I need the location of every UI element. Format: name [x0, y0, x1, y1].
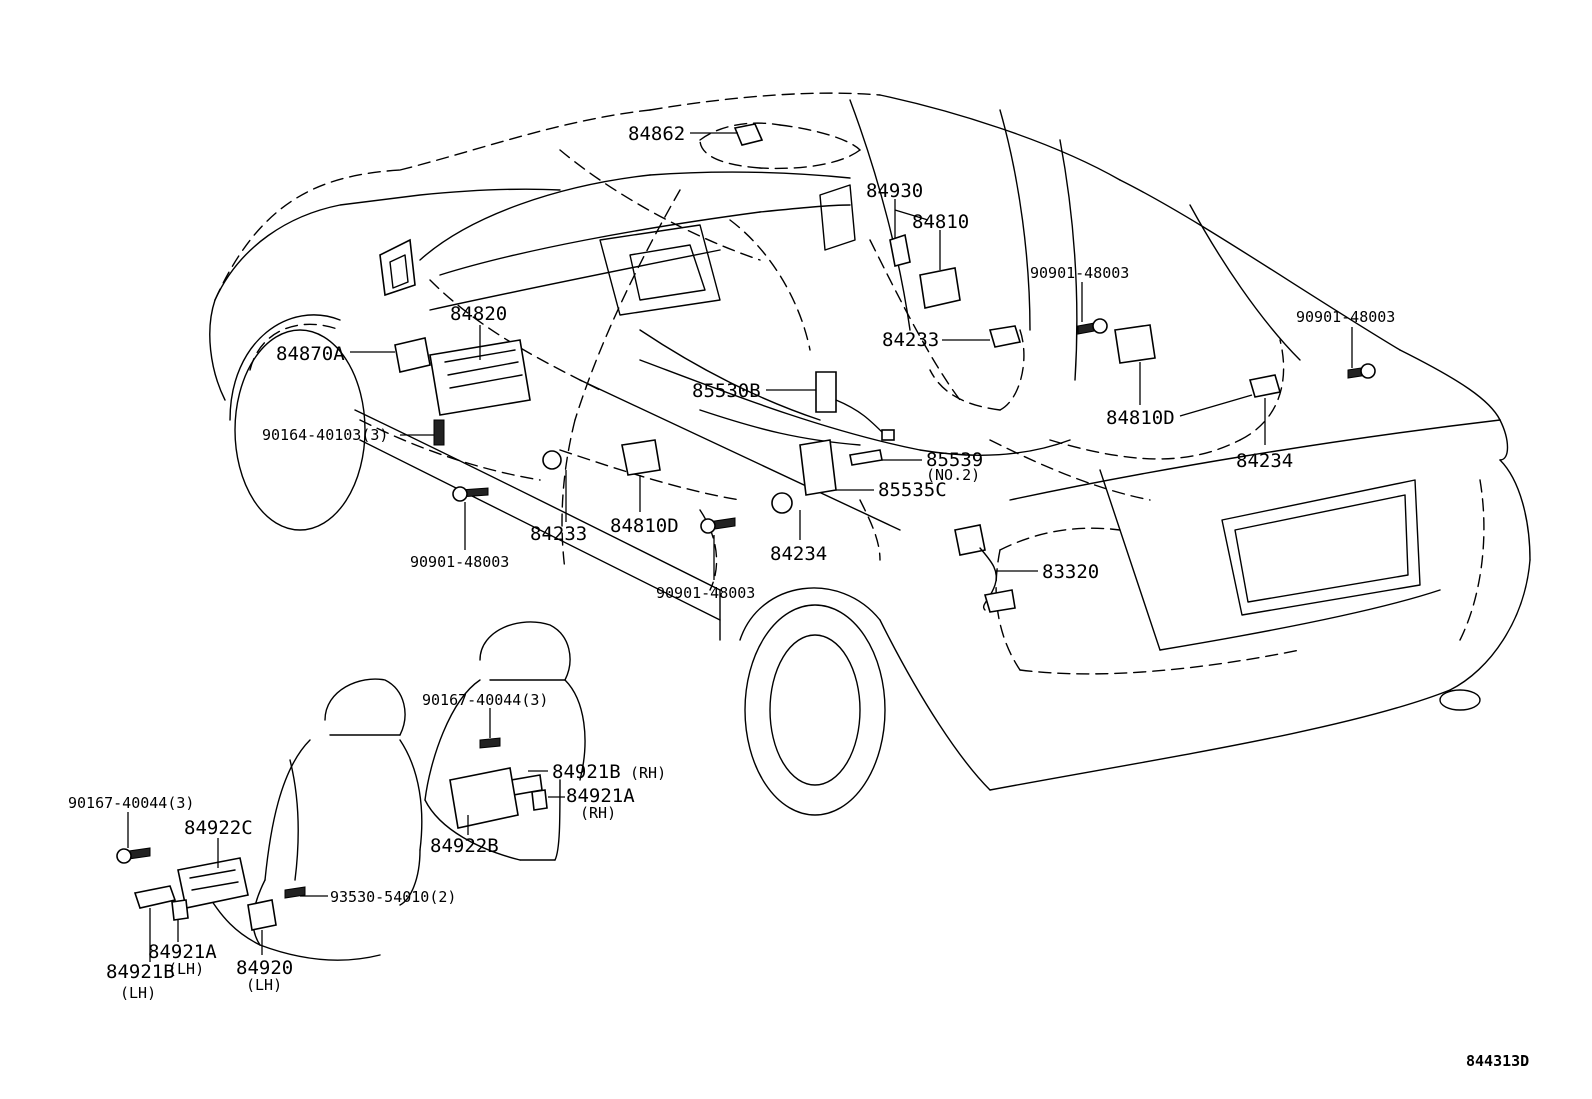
label-85535C: 85535C	[878, 479, 947, 501]
label-84810D-left: 84810D	[610, 515, 679, 537]
label-84820: 84820	[450, 303, 507, 325]
label-90901-48003-b: 90901-48003	[1296, 308, 1395, 326]
label-84920-sub: (LH)	[246, 976, 282, 994]
label-90164-40103: 90164-40103(3)	[262, 426, 388, 444]
label-90901-48003-d: 90901-48003	[656, 584, 755, 602]
label-84810D-right: 84810D	[1106, 407, 1175, 429]
label-84233-right: 84233	[882, 329, 939, 351]
label-84870A: 84870A	[276, 343, 345, 365]
label-84234-left: 84234	[770, 543, 827, 565]
label-84921A-rh-sub: (RH)	[580, 804, 616, 822]
label-93530-54010: 93530-54010(2)	[330, 888, 456, 906]
label-84233-left: 84233	[530, 523, 587, 545]
part-labels: 84862 84930 84810 90901-48003 90901-4800…	[68, 123, 1529, 1070]
label-84862: 84862	[628, 123, 685, 145]
part-shapes	[116, 123, 1376, 931]
drawing-code: 844313D	[1466, 1052, 1529, 1070]
label-84921B-lh-sub: (LH)	[120, 984, 156, 1002]
label-84930: 84930	[866, 180, 923, 202]
label-90167-40044-front: 90167-40044(3)	[68, 794, 194, 812]
label-84921A-lh: 84921A	[148, 941, 217, 963]
label-84922C: 84922C	[184, 817, 253, 839]
label-85530B: 85530B	[692, 380, 761, 402]
label-84922B: 84922B	[430, 835, 499, 857]
label-90167-40044-rear: 90167-40044(3)	[422, 691, 548, 709]
leader-lines	[127, 132, 1353, 962]
label-84921A-rh: 84921A	[566, 785, 635, 807]
label-85539: 85539	[926, 449, 983, 471]
label-84921B-rh: 84921B	[552, 761, 621, 783]
label-84920: 84920	[236, 957, 293, 979]
label-85539-sub: (NO.2)	[926, 466, 980, 484]
label-84921B-lh: 84921B	[106, 961, 175, 983]
label-84921A-lh-sub: (LH)	[168, 960, 204, 978]
label-83320: 83320	[1042, 561, 1099, 583]
label-84234-right: 84234	[1236, 450, 1293, 472]
label-90901-48003-a: 90901-48003	[1030, 264, 1129, 282]
car-body-outline	[209, 92, 1531, 816]
label-90901-48003-c: 90901-48003	[410, 553, 509, 571]
label-84810: 84810	[912, 211, 969, 233]
label-84921B-rh-sub: (RH)	[630, 764, 666, 782]
